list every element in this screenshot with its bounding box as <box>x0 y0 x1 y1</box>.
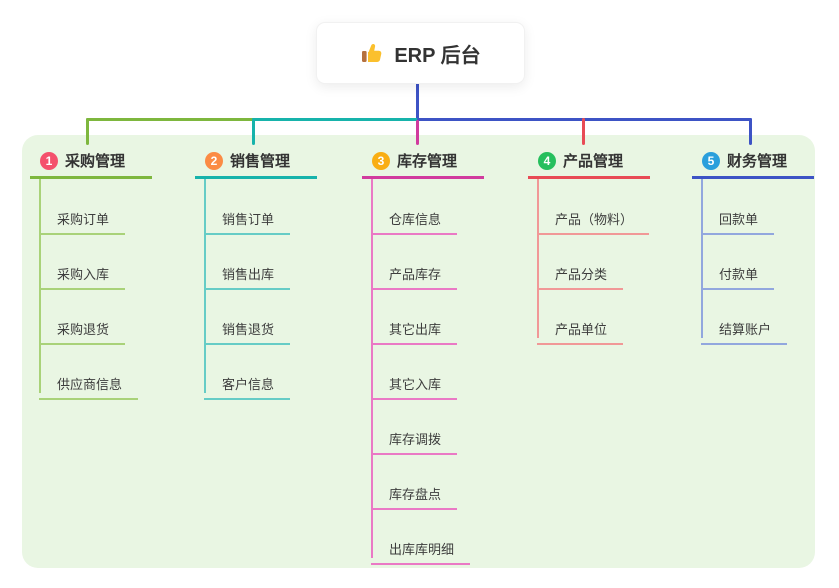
child-node[interactable]: 客户信息 <box>204 365 291 400</box>
branch-label: 产品管理 <box>563 153 624 170</box>
branch-number-badge: 4 <box>538 151 556 170</box>
child-node[interactable]: 供应商信息 <box>39 365 139 400</box>
child-node[interactable]: 库存调拨 <box>371 420 458 455</box>
child-node[interactable]: 库存盘点 <box>371 475 458 510</box>
child-node[interactable]: 采购退货 <box>39 310 126 345</box>
branch-header-finance[interactable]: 5 财务管理 <box>692 150 814 179</box>
bus-segment-sales <box>252 118 418 121</box>
root-title: ERP 后台 <box>394 44 481 67</box>
thumbs-up-icon <box>360 41 384 65</box>
branch-label: 采购管理 <box>65 153 126 170</box>
drop-product <box>582 118 585 145</box>
root-node[interactable]: ERP 后台 <box>316 22 525 84</box>
branch-header-sales[interactable]: 2 销售管理 <box>195 150 317 179</box>
child-node[interactable]: 产品库存 <box>371 255 458 290</box>
child-node[interactable]: 产品单位 <box>537 310 624 345</box>
branch-vline <box>537 179 539 338</box>
child-node[interactable]: 产品分类 <box>537 255 624 290</box>
branch-number-badge: 5 <box>702 151 720 170</box>
branch-label: 销售管理 <box>230 153 291 170</box>
child-node[interactable]: 出库库明细 <box>371 530 471 565</box>
branch-vline <box>371 179 373 558</box>
branch-header-inventory[interactable]: 3 库存管理 <box>362 150 484 179</box>
child-node[interactable]: 销售订单 <box>204 200 291 235</box>
child-node[interactable]: 付款单 <box>701 255 775 290</box>
branch-vline <box>204 179 206 393</box>
bus-segment-purchase <box>86 118 254 121</box>
branch-header-product[interactable]: 4 产品管理 <box>528 150 650 179</box>
drop-purchase <box>86 118 89 145</box>
child-node[interactable]: 销售退货 <box>204 310 291 345</box>
drop-sales <box>252 118 255 145</box>
child-node[interactable]: 采购订单 <box>39 200 126 235</box>
child-node[interactable]: 其它入库 <box>371 365 458 400</box>
branch-label: 库存管理 <box>397 153 458 170</box>
branch-header-purchase[interactable]: 1 采购管理 <box>30 150 152 179</box>
branch-number-badge: 2 <box>205 151 223 170</box>
child-node[interactable]: 回款单 <box>701 200 775 235</box>
root-connector <box>416 82 419 121</box>
branch-vline <box>701 179 703 338</box>
branch-number-badge: 3 <box>372 151 390 170</box>
branch-vline <box>39 179 41 393</box>
branch-label: 财务管理 <box>727 153 788 170</box>
branch-panel-background <box>22 135 815 568</box>
child-node[interactable]: 结算账户 <box>701 310 788 345</box>
drop-finance <box>749 118 752 145</box>
child-node[interactable]: 销售出库 <box>204 255 291 290</box>
branch-number-badge: 1 <box>40 151 58 170</box>
child-node[interactable]: 其它出库 <box>371 310 458 345</box>
child-node[interactable]: 仓库信息 <box>371 200 458 235</box>
child-node[interactable]: 产品（物料） <box>537 200 650 235</box>
child-node[interactable]: 采购入库 <box>39 255 126 290</box>
drop-inventory <box>416 120 419 145</box>
